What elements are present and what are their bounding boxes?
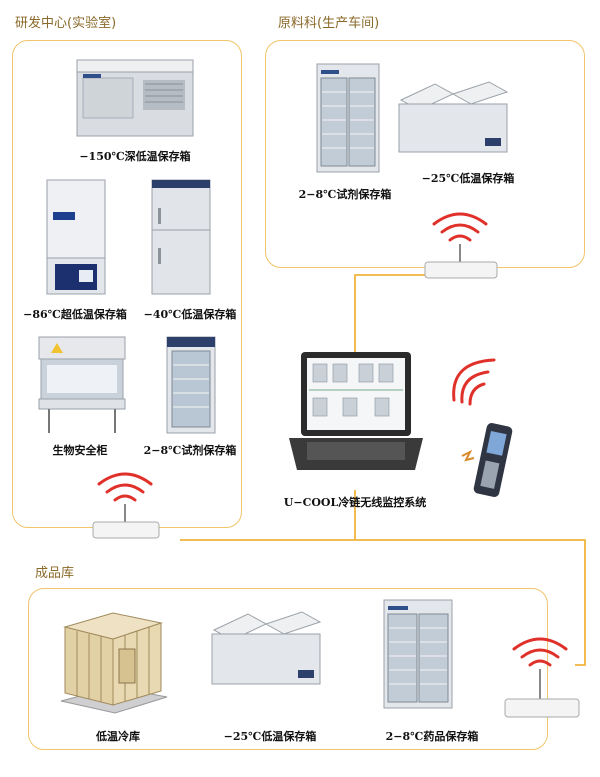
- label-cold-room: 低温冷库: [96, 730, 140, 743]
- label-chest-freezer-finished: −25℃低温保存箱: [223, 730, 317, 743]
- chest-freezer-raw-icon: [398, 81, 509, 153]
- zone-title-rd: 研发中心(实验室): [15, 16, 117, 31]
- bio-safety-cabinet-icon: [38, 336, 126, 433]
- ultra-low-freezer-icon: [46, 179, 106, 295]
- laptop-monitor-icon: [289, 352, 423, 470]
- wifi-router-finished-icon: [504, 637, 580, 718]
- label-chest-freezer-raw: −25℃低温保存箱: [421, 172, 515, 185]
- label-bio-safety-cabinet: 生物安全柜: [52, 444, 108, 457]
- deep-freezer-icon: [76, 59, 194, 137]
- wifi-router-raw-icon: [424, 212, 498, 279]
- zone-title-raw: 原料科(生产车间): [278, 16, 380, 31]
- zone-title-finished: 成品库: [35, 566, 75, 581]
- label-drug-box: 2−8℃药品保存箱: [385, 730, 479, 743]
- drug-fridge-icon: [383, 599, 453, 709]
- link-raw-to-monitor: [354, 274, 440, 355]
- label-monitor-system: U−COOL冷链无线监控系统: [283, 496, 427, 509]
- label-low-temp-40: −40℃低温保存箱: [143, 308, 237, 321]
- low-temp-freezer-icon: [151, 179, 211, 295]
- wifi-signal-phone-icon: [452, 358, 496, 406]
- label-deep-freezer-150: −150℃深低温保存箱: [79, 150, 191, 163]
- reagent-fridge-icon: [166, 336, 216, 434]
- mobile-phone-icon: [461, 423, 513, 497]
- label-reagent-box-raw: 2−8℃试剂保存箱: [298, 188, 392, 201]
- label-reagent-box-rd: 2−8℃试剂保存箱: [143, 444, 237, 457]
- link-rd-to-finished: [180, 539, 586, 666]
- chest-freezer-finished-icon: [211, 611, 322, 685]
- wifi-router-rd-icon: [92, 472, 160, 539]
- cold-room-icon: [60, 612, 168, 714]
- reagent-fridge-raw-icon: [316, 63, 380, 173]
- label-ultra-low-86: −86℃超低温保存箱: [23, 308, 127, 321]
